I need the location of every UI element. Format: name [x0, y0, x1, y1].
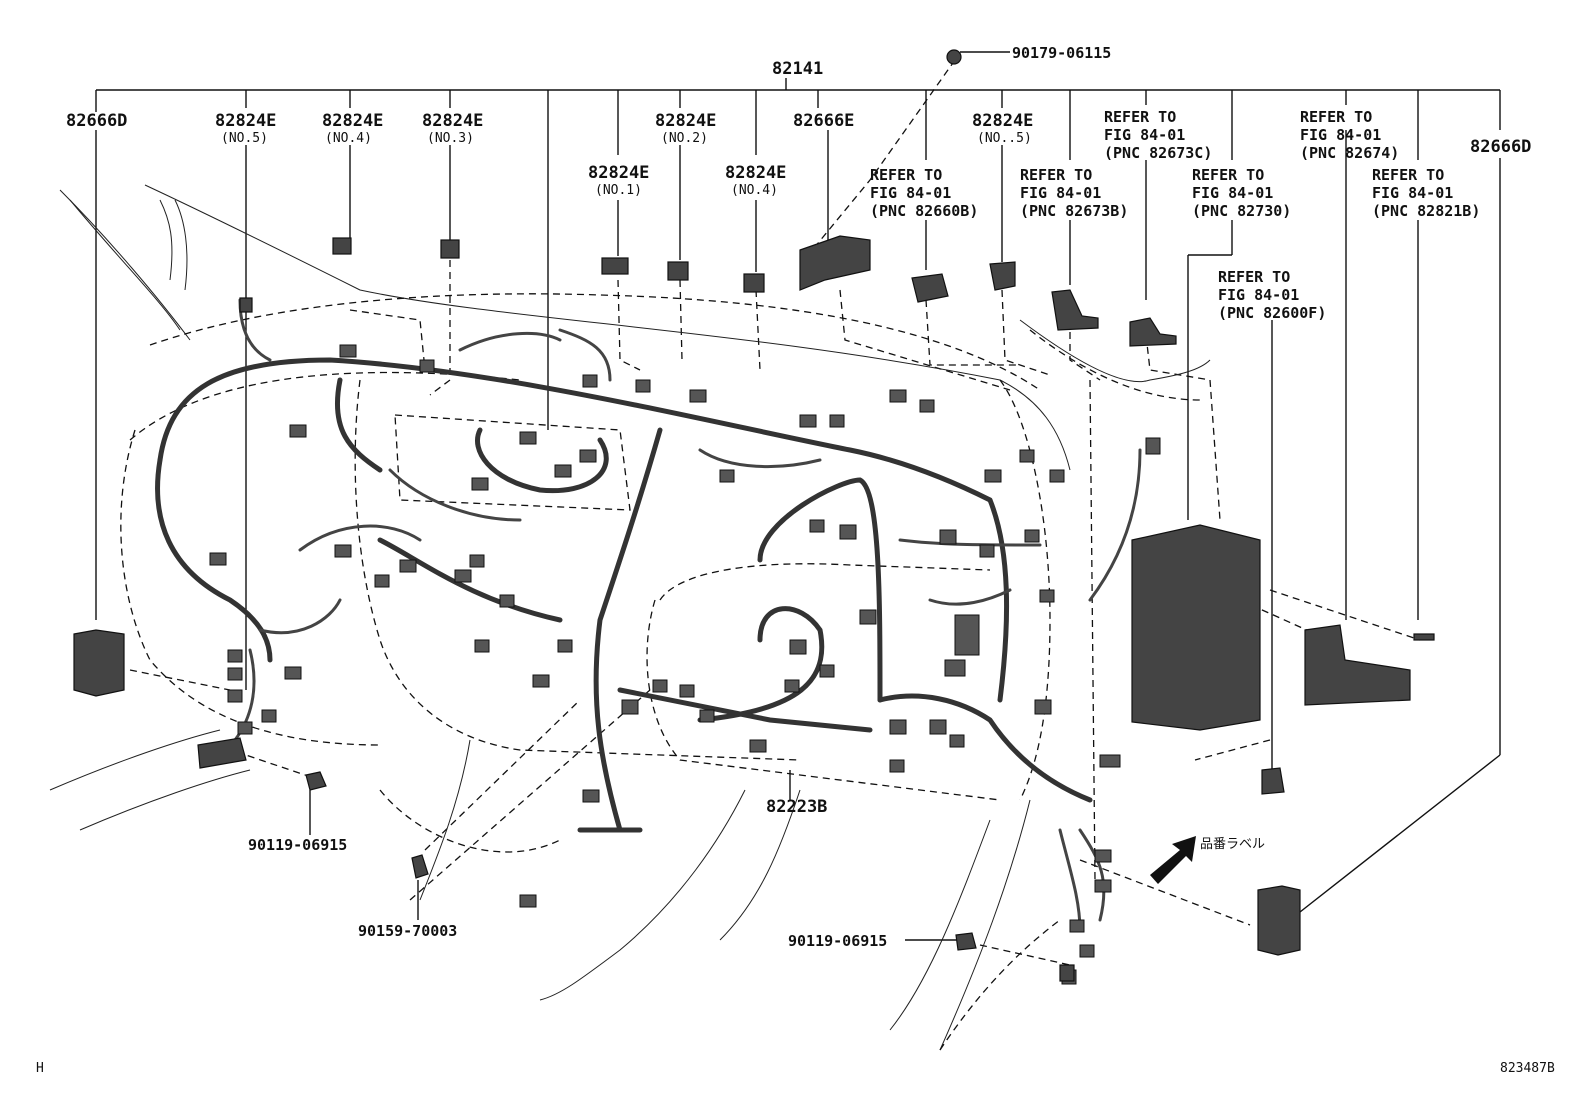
label-part-number-tag: 品番ラベル: [1200, 837, 1265, 852]
svg-text:REFER TO: REFER TO: [1300, 108, 1372, 126]
footer-left-code: H: [36, 1061, 44, 1076]
connector-82824e-no5b: [989, 261, 1016, 291]
ref-note-82660b: REFER TO FIG 84-01 (PNC 82660B): [870, 166, 978, 220]
svg-text:(PNC 82600F): (PNC 82600F): [1218, 304, 1326, 322]
ref-part-82600f: [1261, 767, 1285, 795]
svg-text:(PNC 82673B): (PNC 82673B): [1020, 202, 1128, 220]
label-90179-06115: 90179-06115: [1012, 44, 1111, 62]
side-parts: [73, 524, 1435, 982]
connector-82824e-no4: [332, 237, 352, 255]
svg-text:(PNC 82821B): (PNC 82821B): [1372, 202, 1480, 220]
svg-text:FIG 84-01: FIG 84-01: [870, 184, 951, 202]
label-82666d-right: 82666D: [1470, 137, 1531, 157]
connector-82824e-no5: [239, 297, 253, 313]
svg-text:FIG 84-01: FIG 84-01: [1372, 184, 1453, 202]
svg-text:REFER TO: REFER TO: [1020, 166, 1092, 184]
assembly-number: 82141: [772, 59, 823, 79]
svg-text:FIG 84-01: FIG 84-01: [1104, 126, 1185, 144]
ref-note-82674: REFER TO FIG 84-01 (PNC 82674): [1300, 108, 1399, 162]
arrow-icon: [1150, 836, 1196, 884]
ref-note-82821b: REFER TO FIG 84-01 (PNC 82821B): [1372, 166, 1480, 220]
part-labels: 82141 82666D 82824E (NO.5) 82824E (NO.4)…: [66, 44, 1531, 950]
ref-part-82674: [1304, 624, 1411, 706]
connector-82824e-no4b: [743, 273, 765, 293]
connector-82824e-no2: [667, 261, 689, 281]
label-82666e: 82666E: [793, 111, 854, 131]
harness-connectors: [209, 344, 1161, 985]
sub-82824e-no3: (NO.3): [427, 131, 474, 146]
connector-82666e: [799, 235, 871, 291]
clip-90179-06115: [946, 49, 962, 65]
ref-note-82600f: REFER TO FIG 84-01 (PNC 82600F): [1218, 268, 1326, 322]
ref-note-82673b: REFER TO FIG 84-01 (PNC 82673B): [1020, 166, 1128, 220]
svg-text:(PNC 82673C): (PNC 82673C): [1104, 144, 1212, 162]
top-parts: [239, 49, 1177, 347]
svg-text:REFER TO: REFER TO: [1372, 166, 1444, 184]
svg-text:(PNC 82730): (PNC 82730): [1192, 202, 1291, 220]
svg-text:FIG 84-01: FIG 84-01: [1192, 184, 1273, 202]
svg-text:FIG 84-01: FIG 84-01: [1020, 184, 1101, 202]
sub-82824e-no1: (NO.1): [595, 183, 642, 198]
dashed-leaders: [129, 59, 1421, 966]
ref-part-82660b: [911, 273, 949, 303]
svg-text:REFER TO: REFER TO: [1218, 268, 1290, 286]
sub-82824e-no4b: (NO.4): [731, 183, 778, 198]
screw-90159-70003: [411, 854, 429, 879]
connector-82824e-no3: [440, 239, 460, 259]
label-82666d-left: 82666D: [66, 111, 127, 131]
label-82824e-no1: 82824E: [588, 163, 649, 183]
bolt-90119-06915-left: [305, 771, 327, 791]
junction-block-82730: [1131, 524, 1261, 731]
connector-82824e-no1: [601, 257, 629, 275]
label-82824e-no5: 82824E: [215, 111, 276, 131]
sub-82824e-no5b: (NO..5): [977, 131, 1032, 146]
sub-82824e-no4: (NO.4): [325, 131, 372, 146]
bracket-left: [197, 737, 247, 769]
label-82824e-no5b: 82824E: [972, 111, 1033, 131]
illustration-number: 823487B: [1500, 1061, 1555, 1076]
label-82824e-no4: 82824E: [322, 111, 383, 131]
sub-82824e-no5: (NO.5): [221, 131, 268, 146]
label-82824e-no4b: 82824E: [725, 163, 786, 183]
ref-note-82673c: REFER TO FIG 84-01 (PNC 82673C): [1104, 108, 1212, 162]
bolt-90119-06915-right: [955, 932, 977, 951]
connector-82666d-left: [73, 629, 125, 697]
sub-82824e-no2: (NO.2): [661, 131, 708, 146]
label-82824e-no2: 82824E: [655, 111, 716, 131]
ref-part-82673c: [1129, 317, 1177, 347]
ref-part-82821b: [1413, 633, 1435, 641]
label-90119-06915-left: 90119-06915: [248, 836, 347, 854]
label-82824e-no3: 82824E: [422, 111, 483, 131]
ref-note-82730: REFER TO FIG 84-01 (PNC 82730): [1192, 166, 1291, 220]
svg-text:REFER TO: REFER TO: [1192, 166, 1264, 184]
label-90159-70003: 90159-70003: [358, 922, 457, 940]
reference-notes: REFER TO FIG 84-01 (PNC 82660B) REFER TO…: [870, 108, 1480, 322]
grommet: [1059, 964, 1075, 982]
svg-text:REFER TO: REFER TO: [870, 166, 942, 184]
part-label-arrow: [1150, 836, 1196, 884]
ref-part-82673b: [1051, 289, 1099, 331]
assembly-bracket: [95, 78, 1501, 430]
label-82223b: 82223B: [766, 797, 827, 817]
main-harness: [155, 298, 1142, 932]
svg-text:REFER TO: REFER TO: [1104, 108, 1176, 126]
connector-82666d-right: [1257, 885, 1301, 956]
label-90119-06915-right: 90119-06915: [788, 932, 887, 950]
svg-text:FIG 84-01: FIG 84-01: [1300, 126, 1381, 144]
vehicle-body-outline: [49, 184, 1211, 1051]
svg-text:(PNC 82674): (PNC 82674): [1300, 144, 1399, 162]
leader-lines: [95, 51, 1501, 941]
svg-text:(PNC 82660B): (PNC 82660B): [870, 202, 978, 220]
svg-text:FIG 84-01: FIG 84-01: [1218, 286, 1299, 304]
